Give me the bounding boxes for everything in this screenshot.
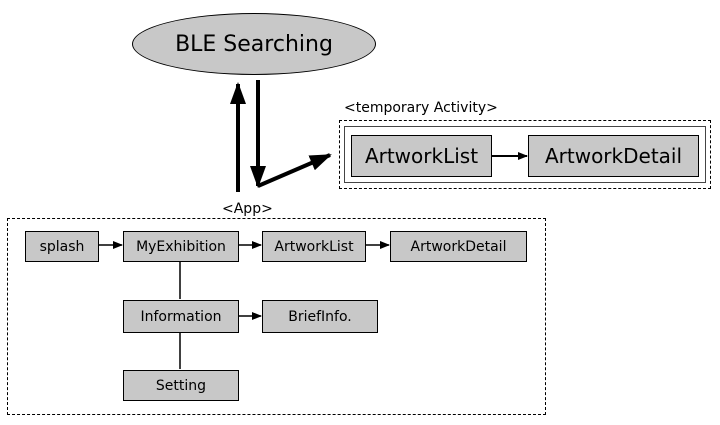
ble-searching-label: BLE Searching [175,31,333,57]
information-label: Information [140,308,222,325]
artwork-list-label: ArtworkList [274,238,354,255]
temporary-activity-group [339,120,711,189]
temp-artwork-detail-node: ArtworkDetail [528,135,699,177]
brief-info-label: BriefInfo. [288,308,352,325]
temporary-activity-inner-border [344,126,706,183]
setting-node: Setting [123,370,239,401]
information-node: Information [123,300,239,333]
temp-artwork-list-label: ArtworkList [364,144,479,168]
arrow-app-to-temporary [257,153,332,188]
temporary-activity-label: <temporary Activity> [344,100,498,116]
temp-artwork-list-node: ArtworkList [351,135,492,177]
artwork-detail-node: ArtworkDetail [390,231,527,262]
splash-node: splash [25,231,99,262]
my-exhibition-label: MyExhibition [136,238,226,255]
ble-searching-node: BLE Searching [132,13,376,75]
temp-artwork-detail-label: ArtworkDetail [544,144,683,168]
app-group [7,218,546,415]
brief-info-node: BriefInfo. [262,300,378,333]
setting-label: Setting [155,377,207,394]
artwork-detail-label: ArtworkDetail [410,238,507,255]
artwork-list-node: ArtworkList [262,231,366,262]
my-exhibition-node: MyExhibition [123,231,239,262]
app-label: <App> [222,201,273,217]
splash-label: splash [39,238,85,255]
